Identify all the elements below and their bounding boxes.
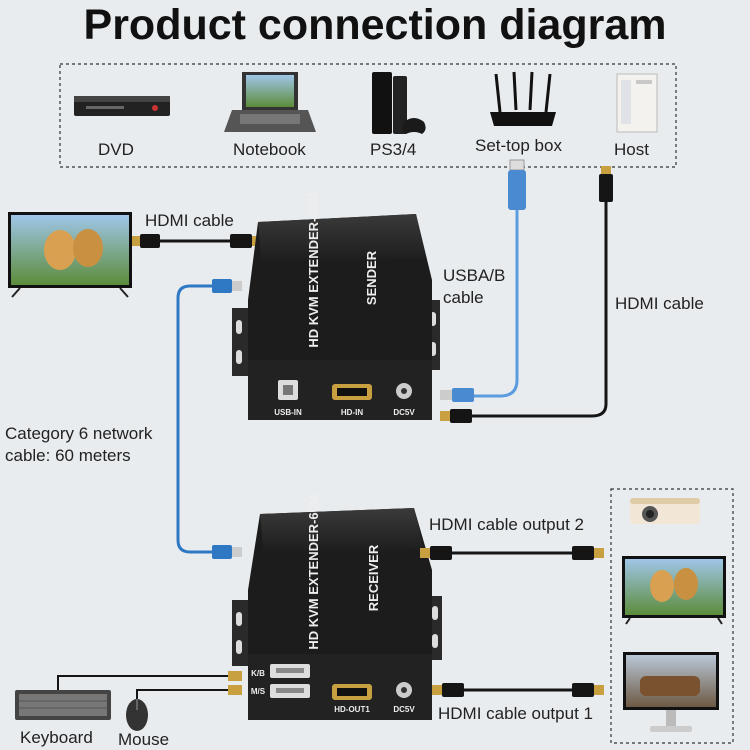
receiver-dc-port-label: DC5V xyxy=(393,705,415,714)
hdmi-output-1-label: HDMI cable output 1 xyxy=(438,704,593,723)
usb-cable-label-line2: cable xyxy=(443,288,484,307)
hdmi-cable-output-2 xyxy=(420,546,604,560)
network-cable xyxy=(176,279,242,559)
tv-monitor-icon xyxy=(8,212,132,298)
projector-icon xyxy=(630,498,700,524)
network-cable-label-line1: Category 6 network xyxy=(5,424,153,443)
sender-role-label: SENDER xyxy=(364,250,379,305)
receiver-role-label: RECEIVER xyxy=(366,544,381,611)
network-cable-label-line2: cable: 60 meters xyxy=(5,446,131,465)
receiver-ms-port-label: M/S xyxy=(251,687,266,696)
settop-box-label: Set-top box xyxy=(475,136,562,155)
router-icon xyxy=(490,71,556,126)
host-label: Host xyxy=(614,140,649,159)
mouse-label: Mouse xyxy=(118,730,170,749)
hdmi-output-2-label: HDMI cable output 2 xyxy=(429,515,584,534)
receiver-unit xyxy=(232,508,442,720)
diagram-title: Product connection diagram xyxy=(83,1,667,49)
sources-frame xyxy=(59,63,677,168)
output-tv-icon xyxy=(622,556,726,625)
dvd-label: DVD xyxy=(98,140,134,159)
hdmi-cable-output-1 xyxy=(432,683,604,697)
receiver-model-label: HD KVM EXTENDER-60M xyxy=(306,494,321,649)
outputs-frame xyxy=(610,488,734,744)
notebook-label: Notebook xyxy=(233,140,306,159)
usb-cable-label-line1: USBA/B xyxy=(443,266,506,285)
game-console-icon xyxy=(372,72,426,134)
hdmi-cable-tv-sender xyxy=(132,234,260,248)
sender-usb-port-label: USB-IN xyxy=(274,408,302,417)
sender-model-label: HD KVM EXTENDER-60M xyxy=(306,192,321,347)
receiver-hdmi-port-label: HD-OUT1 xyxy=(334,705,370,714)
dvd-player-icon xyxy=(74,96,170,116)
keyboard-label: Keyboard xyxy=(20,728,93,747)
receiver-kb-port-label: K/B xyxy=(251,669,265,678)
hdmi-cable-top-label: HDMI cable xyxy=(145,211,234,230)
hdmi-cable-right-label: HDMI cable xyxy=(615,294,704,313)
output-monitor-icon xyxy=(623,652,719,732)
usb-cable xyxy=(440,159,526,402)
ps-label: PS3/4 xyxy=(370,140,417,159)
sender-hdmi-port-label: HD-IN xyxy=(341,408,363,417)
hdmi-cable-host-sender xyxy=(440,166,613,423)
sender-dc-port-label: DC5V xyxy=(393,408,415,417)
notebook-icon xyxy=(224,72,316,132)
sender-unit xyxy=(232,214,440,420)
mouse-icon xyxy=(126,685,242,731)
keyboard-icon xyxy=(15,671,242,720)
host-pc-icon xyxy=(616,73,658,133)
